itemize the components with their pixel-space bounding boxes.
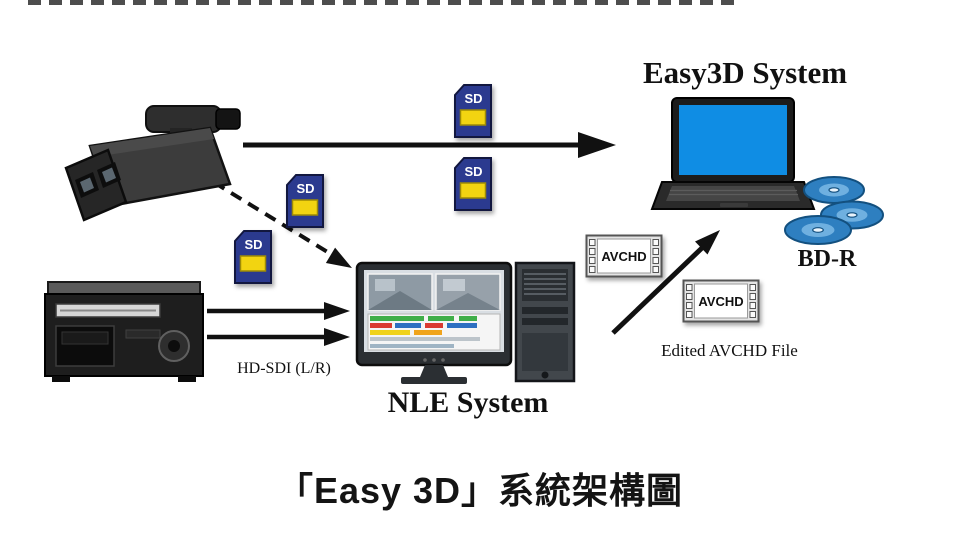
avchd-label: AVCHD (698, 294, 743, 309)
tower-power-button (541, 371, 549, 379)
hdsdi-label: HD-SDI (L/R) (237, 360, 331, 377)
cropped-text-artifact (28, 0, 734, 5)
pc-tower-icon (514, 261, 576, 383)
caption-title: 「Easy 3D」系統架構圖 (276, 470, 684, 511)
avchd-file-icon: AVCHD (585, 234, 663, 278)
sd-card-icon: SD (234, 230, 272, 284)
monitor-stand (420, 365, 448, 377)
laptop-keyboard (666, 186, 800, 201)
camcorder-3d-icon (64, 105, 241, 222)
bd-disc-stack-icon (784, 176, 884, 245)
bdr-label: BD-R (797, 246, 857, 272)
sd-card-icon: SD (454, 157, 492, 211)
sd-card-icon: SD (286, 174, 324, 228)
bd-disc-icon (784, 215, 852, 245)
nle-monitor-icon (355, 261, 513, 384)
laptop-screen (679, 105, 787, 175)
nle-system-label: NLE System (387, 386, 549, 419)
sd-card-label: SD (296, 181, 314, 196)
laptop-icon (650, 97, 816, 210)
easy3d-system-label: Easy3D System (642, 55, 848, 90)
video-deck-icon (44, 281, 204, 382)
arrow-camera-to-laptop (243, 132, 616, 158)
tower-drive-bay (522, 307, 568, 314)
edited-avchd-label: Edited AVCHD File (661, 341, 798, 360)
avchd-file-icon: AVCHD (682, 279, 760, 323)
sd-card-icon: SD (454, 84, 492, 138)
sd-card-label: SD (244, 237, 262, 252)
tower-drive-bay (522, 318, 568, 325)
arrow-deck-to-nle-top (207, 302, 350, 320)
sd-card-label: SD (464, 164, 482, 179)
film-sprocket-holes (589, 239, 659, 273)
sd-card-label: SD (464, 91, 482, 106)
film-sprocket-holes (686, 284, 756, 318)
bd-disc-icon (803, 176, 865, 204)
arrow-deck-to-nle-bottom (207, 328, 350, 346)
laptop-touchpad (720, 203, 748, 207)
avchd-label: AVCHD (601, 249, 646, 264)
